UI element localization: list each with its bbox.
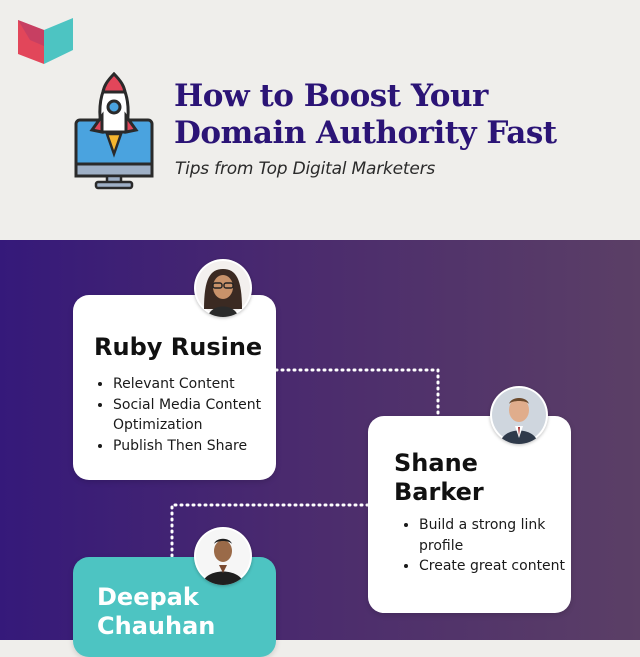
title-line-1: How to Boost Your — [174, 78, 488, 114]
rocket-icon — [74, 72, 154, 190]
expert-name-line-2: Chauhan — [97, 612, 216, 640]
expert-card-ruby-rusine: Ruby Rusine Relevant Content Social Medi… — [73, 295, 276, 480]
avatar — [490, 386, 548, 444]
page-subtitle: Tips from Top Digital Marketers — [175, 159, 436, 179]
title-line-2: Domain Authority Fast — [174, 115, 557, 151]
tip-item: Publish Then Share — [113, 436, 283, 457]
tips-list: Relevant Content Social Media Content Op… — [95, 374, 283, 456]
header: How to Boost Your Domain Authority Fast … — [0, 0, 640, 240]
logo-icon — [18, 18, 73, 64]
avatar — [194, 527, 252, 585]
expert-name: Ruby Rusine — [94, 333, 263, 361]
tips-list: Build a strong link profile Create great… — [401, 515, 579, 577]
expert-name: Deepak Chauhan — [97, 583, 267, 641]
tip-item: Social Media Content Optimization — [113, 395, 283, 436]
expert-name-line-2: Barker — [394, 478, 484, 506]
avatar — [194, 259, 252, 317]
tip-item: Relevant Content — [113, 374, 283, 395]
expert-name-line-1: Shane — [394, 449, 478, 477]
tip-item: Build a strong link profile — [419, 515, 579, 556]
tip-item: Create great content — [419, 556, 579, 577]
expert-name: Shane Barker — [394, 449, 564, 507]
expert-name-line-1: Deepak — [97, 583, 199, 611]
expert-card-shane-barker: Shane Barker Build a strong link profile… — [368, 416, 571, 613]
dotted-connector — [170, 368, 440, 559]
page-title: How to Boost Your Domain Authority Fast — [174, 78, 557, 152]
